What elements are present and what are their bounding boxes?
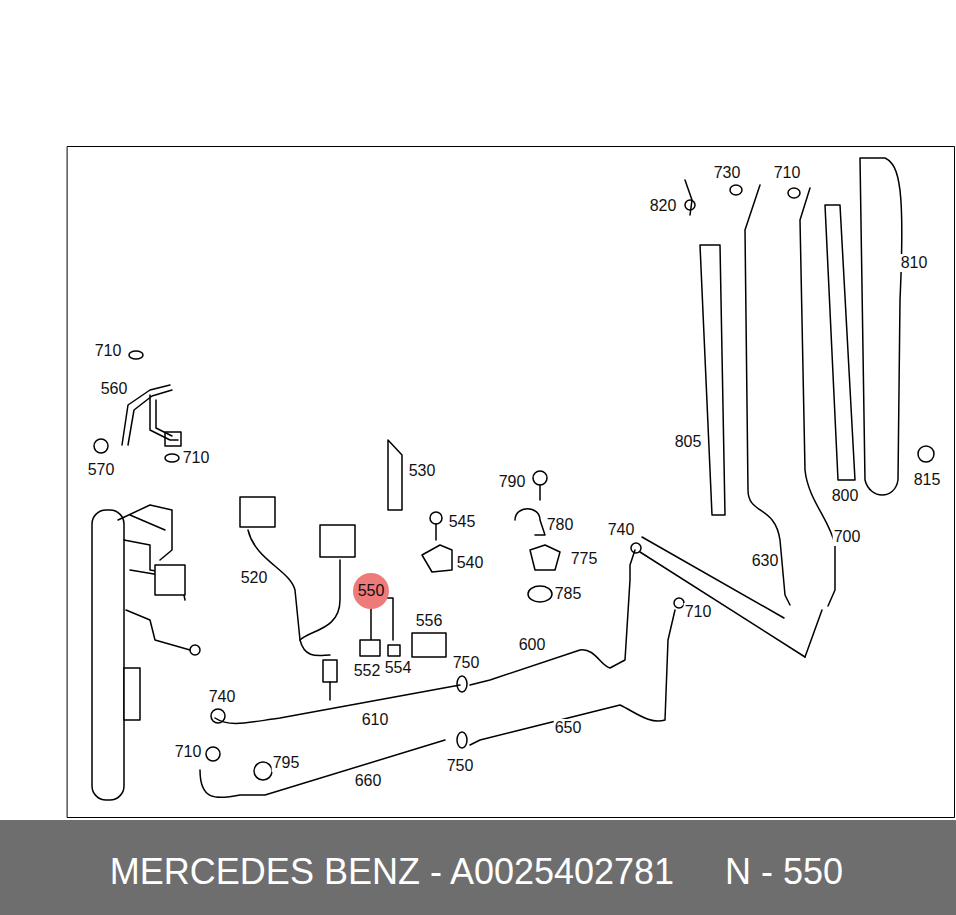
callout-number: 700 (833, 528, 862, 546)
callout-number: 710 (174, 743, 203, 761)
callout-number: 660 (354, 772, 383, 790)
callout-number: 570 (87, 461, 116, 479)
callout-number: 560 (100, 380, 129, 398)
callout-number: 552 (353, 662, 382, 680)
callout-number: 790 (498, 473, 527, 491)
callout-number: 650 (554, 719, 583, 737)
callout-number: 750 (446, 757, 475, 775)
callout-number: 820 (649, 197, 678, 215)
callout-number: 545 (448, 513, 477, 531)
callout-number: 780 (546, 516, 575, 534)
callout-number: 810 (900, 254, 929, 272)
callout-number: 805 (674, 433, 703, 451)
callout-number: 610 (361, 711, 390, 729)
callout-number: 740 (607, 521, 636, 539)
node-text: 550 (358, 582, 385, 600)
callout-number: 740 (208, 688, 237, 706)
node-text: MERCEDES BENZ - A0025402781 (110, 851, 674, 893)
highlight-circle: 550 (353, 573, 389, 609)
callout-number: 710 (182, 449, 211, 467)
callout-number: 630 (751, 552, 780, 570)
callout-number: 540 (456, 554, 485, 572)
callout-number: 710 (773, 164, 802, 182)
callout-number: 556 (415, 612, 444, 630)
callout-number: 520 (240, 569, 269, 587)
callout-number: 785 (554, 585, 583, 603)
callout-number: 530 (408, 462, 437, 480)
callout-number: 750 (452, 654, 481, 672)
callout-number: 800 (831, 487, 860, 505)
callout-number: 775 (570, 550, 599, 568)
callout-number: 600 (518, 636, 547, 654)
callout-number: 815 (913, 471, 942, 489)
callout-number: 710 (684, 603, 713, 621)
callout-number: 795 (272, 754, 301, 772)
callout-number: 554 (384, 659, 413, 677)
callout-number: 710 (94, 342, 123, 360)
footer-band: MERCEDES BENZ - A0025402781 N - 550 (0, 820, 956, 915)
callout-number: 730 (713, 164, 742, 182)
node-text: N - 550 (725, 851, 843, 893)
